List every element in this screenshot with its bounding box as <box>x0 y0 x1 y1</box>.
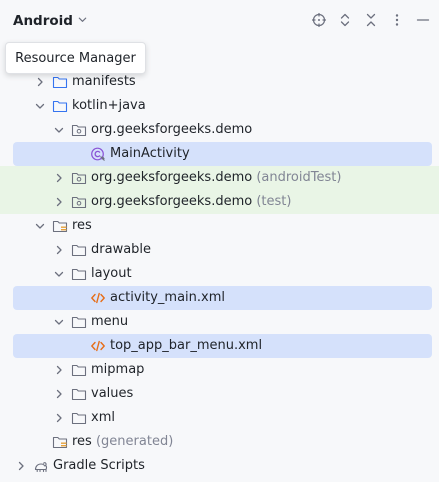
chevron-right-icon[interactable] <box>53 388 65 400</box>
chevron-right-icon[interactable] <box>53 244 65 256</box>
chevron-down-icon <box>77 14 88 29</box>
chevron-right-icon[interactable] <box>15 460 27 472</box>
folder-icon <box>71 266 87 282</box>
tree-item-res-generated[interactable]: res (generated) <box>0 430 439 454</box>
chevron-down-icon[interactable] <box>53 124 65 136</box>
tree-item-main-activity[interactable]: MainActivity <box>13 142 432 166</box>
chevron-down-icon[interactable] <box>53 268 65 280</box>
tree-item-label: xml <box>91 410 115 425</box>
tree-item-mipmap[interactable]: mipmap <box>0 358 439 382</box>
tree-item-menu[interactable]: menu <box>0 310 439 334</box>
tree-item-label: values <box>91 386 134 401</box>
tree-item-values[interactable]: values <box>0 382 439 406</box>
view-title: Android <box>13 13 73 29</box>
folder-icon <box>71 314 87 330</box>
package-icon <box>71 170 87 186</box>
view-selector-dropdown[interactable]: Android <box>13 11 88 31</box>
resources-folder-icon <box>52 218 68 234</box>
tree-item-label: org.geeksforgeeks.demo <box>91 122 253 137</box>
chevron-down-icon[interactable] <box>34 100 46 112</box>
generated-tag: (generated) <box>95 434 174 449</box>
tree-item-label: menu <box>91 314 129 329</box>
tree-item-package-main[interactable]: org.geeksforgeeks.demo <box>0 118 439 142</box>
chevron-right-icon[interactable] <box>53 364 65 376</box>
tree-item-package-test[interactable]: org.geeksforgeeks.demo (test) <box>0 190 439 214</box>
tree-item-activity-main-xml[interactable]: activity_main.xml <box>13 286 432 310</box>
tree-item-label: MainActivity <box>110 146 190 161</box>
tree-item-xml[interactable]: xml <box>0 406 439 430</box>
collapse-all-icon[interactable] <box>363 12 379 28</box>
folder-icon <box>71 362 87 378</box>
tree-item-label-group: org.geeksforgeeks.demo (androidTest) <box>91 170 341 186</box>
folder-icon <box>71 410 87 426</box>
tree-item-res[interactable]: res <box>0 214 439 238</box>
tree-item-drawable[interactable]: drawable <box>0 238 439 262</box>
chevron-down-icon[interactable] <box>34 220 46 232</box>
package-icon <box>71 122 87 138</box>
kotlin-class-icon <box>90 146 106 162</box>
tree-item-label: res <box>72 434 92 449</box>
tree-item-label: top_app_bar_menu.xml <box>110 338 263 353</box>
tree-item-gradle-scripts[interactable]: Gradle Scripts <box>0 454 439 478</box>
more-vertical-icon[interactable] <box>389 12 405 28</box>
tree-item-manifests[interactable]: manifests <box>0 70 439 94</box>
tree-item-label-group: res (generated) <box>72 434 173 450</box>
tree-item-layout[interactable]: layout <box>0 262 439 286</box>
project-toolbar: Android <box>0 0 439 42</box>
crosshair-icon[interactable] <box>311 12 327 28</box>
tree-item-label: layout <box>91 266 132 281</box>
tree-item-label: drawable <box>91 242 152 257</box>
xml-file-icon <box>90 338 106 354</box>
package-icon <box>71 194 87 210</box>
tree-item-label: activity_main.xml <box>110 290 226 305</box>
tree-item-label: res <box>72 218 92 233</box>
minimize-icon[interactable] <box>415 12 431 28</box>
chevron-right-icon[interactable] <box>53 172 65 184</box>
tree-item-label: mipmap <box>91 362 145 377</box>
tree-item-top-app-bar-menu-xml[interactable]: top_app_bar_menu.xml <box>13 334 432 358</box>
resources-folder-icon <box>52 434 68 450</box>
tree-item-label: org.geeksforgeeks.demo <box>91 194 253 209</box>
tree-item-label: org.geeksforgeeks.demo <box>91 170 253 185</box>
chevron-down-icon[interactable] <box>53 316 65 328</box>
gradle-icon <box>33 458 49 474</box>
folder-icon <box>52 98 68 114</box>
tree-item-label: kotlin+java <box>72 98 146 113</box>
folder-icon <box>52 74 68 90</box>
resource-manager-tooltip: Resource Manager <box>5 42 146 74</box>
chevron-right-icon[interactable] <box>53 196 65 208</box>
tree-item-kotlin-java[interactable]: kotlin+java <box>0 94 439 118</box>
folder-icon <box>71 386 87 402</box>
tree-item-label-group: org.geeksforgeeks.demo (test) <box>91 194 291 210</box>
expand-all-icon[interactable] <box>337 12 353 28</box>
source-set-tag: (androidTest) <box>256 170 342 185</box>
tree-item-label: manifests <box>72 74 136 89</box>
chevron-right-icon[interactable] <box>34 76 46 88</box>
tree-item-package-android-test[interactable]: org.geeksforgeeks.demo (androidTest) <box>0 166 439 190</box>
folder-icon <box>71 242 87 258</box>
source-set-tag: (test) <box>256 194 292 209</box>
chevron-right-icon[interactable] <box>53 412 65 424</box>
tree-item-label: Gradle Scripts <box>53 458 145 473</box>
xml-file-icon <box>90 290 106 306</box>
